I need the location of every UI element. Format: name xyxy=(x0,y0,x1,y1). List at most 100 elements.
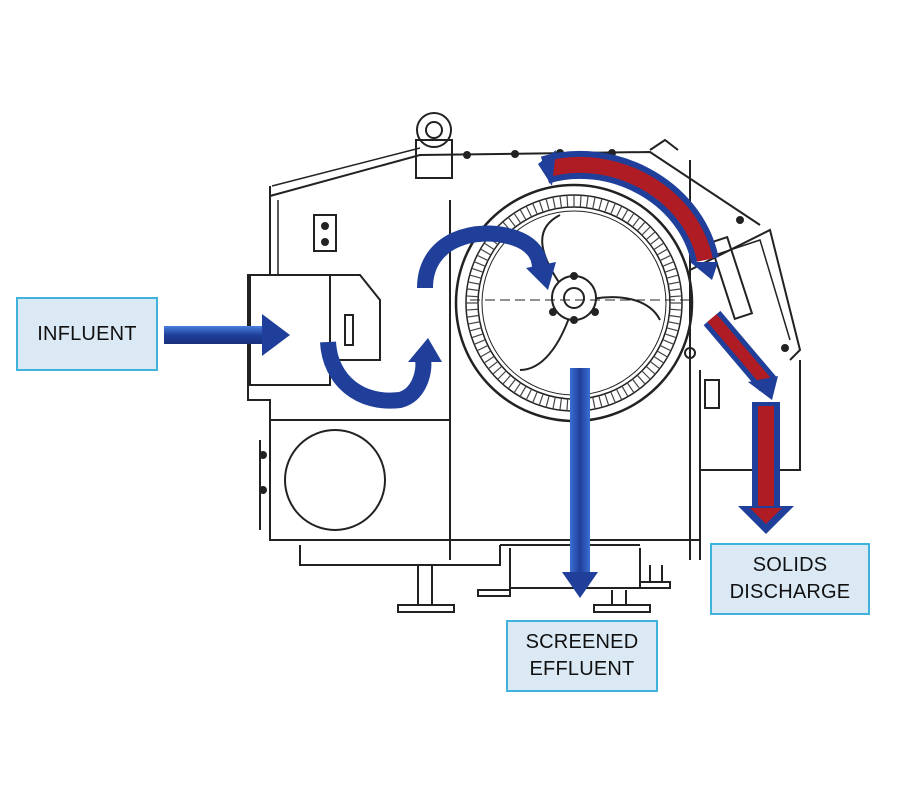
drum-tooth xyxy=(466,288,479,292)
drum-tooth xyxy=(473,339,486,345)
drum-tooth xyxy=(669,314,682,318)
drum-tooth xyxy=(487,360,499,370)
drum-tooth xyxy=(631,216,641,228)
solids-arc-arrow xyxy=(538,150,719,280)
drum-tooth xyxy=(664,333,677,339)
drum-tooth xyxy=(592,196,596,209)
influent-label: INFLUENT xyxy=(16,297,158,371)
drum-tooth xyxy=(659,344,672,352)
drum-tooth xyxy=(559,398,563,411)
drum-tooth xyxy=(566,398,569,411)
drum-tooth xyxy=(538,393,544,406)
drum-tooth xyxy=(566,195,569,208)
drum-tooth xyxy=(559,195,563,208)
drum-tooth xyxy=(545,395,550,408)
drum-tooth xyxy=(471,333,484,339)
drum-tooth xyxy=(610,391,616,404)
inlet-uturn-arrowhead xyxy=(408,338,442,362)
drum-tooth xyxy=(615,205,623,218)
drum-tooth xyxy=(631,378,641,390)
drum-tooth xyxy=(626,382,635,394)
drum-tooth xyxy=(579,195,582,208)
drum-tooth xyxy=(659,254,672,262)
screened-effluent-line-1: SCREENED xyxy=(525,631,639,653)
drum-tooth xyxy=(656,350,668,358)
drum-tooth xyxy=(538,200,544,213)
influent-label-text: INFLUENT xyxy=(37,322,137,345)
drum-tooth xyxy=(513,382,522,394)
drum-tooth xyxy=(552,196,556,209)
drum-tooth xyxy=(467,281,480,285)
drum-tooth xyxy=(641,370,651,380)
inlet-uturn-arrow xyxy=(320,341,432,409)
screened-effluent-arrow xyxy=(562,368,598,598)
drum-screen-teeth xyxy=(466,195,682,411)
drum-tooth xyxy=(636,221,646,232)
solids-discharge-line-1: SOLIDS xyxy=(752,554,828,576)
solids-chute-arrow xyxy=(703,310,778,400)
drum-tooth xyxy=(480,248,492,256)
drum-tooth xyxy=(552,397,556,410)
solids-discharge-label: SOLIDS DISCHARGE xyxy=(710,543,870,615)
drum-tooth xyxy=(649,360,661,370)
drum-tooth xyxy=(656,248,668,256)
drum-tooth xyxy=(653,242,665,251)
drum-tooth xyxy=(621,385,629,397)
drum-tooth xyxy=(466,314,479,318)
drum-tooth xyxy=(480,350,492,358)
drum-tooth xyxy=(668,321,681,325)
drum-tooth xyxy=(592,397,596,410)
drum-tooth xyxy=(507,216,517,228)
drum-tooth xyxy=(626,212,635,224)
drum-tooth xyxy=(466,308,479,311)
drum-tooth xyxy=(669,295,682,298)
drum-tooth xyxy=(473,261,486,267)
drum-tooth xyxy=(525,388,533,401)
lifting-eye xyxy=(415,112,453,179)
drum-tooth xyxy=(507,378,517,390)
drum-tooth xyxy=(598,198,603,211)
drum-tooth xyxy=(467,321,480,325)
drum-tooth xyxy=(492,365,503,375)
drum-tooth xyxy=(598,395,603,408)
drum-tooth xyxy=(476,254,489,262)
drum-tooth xyxy=(610,202,616,215)
drum-tooth xyxy=(668,281,681,285)
influent-arrow xyxy=(164,314,290,356)
drum-tooth xyxy=(621,209,629,221)
drum-tooth xyxy=(653,355,665,364)
drum-tooth xyxy=(666,327,679,332)
drum-tooth xyxy=(649,236,661,246)
screened-effluent-label: SCREENED EFFLUENT xyxy=(506,620,658,692)
drum-feed-arrowhead xyxy=(526,262,556,290)
drum-tooth xyxy=(476,344,489,352)
drum-tooth xyxy=(466,295,479,298)
drum-tooth xyxy=(666,274,679,279)
drum-tooth xyxy=(604,393,610,406)
drum-tooth xyxy=(525,205,533,218)
drum-tooth xyxy=(662,261,675,267)
drum-tooth xyxy=(664,267,677,273)
solids-discharge-arrow xyxy=(738,402,794,534)
drum-tooth xyxy=(669,308,682,311)
drum-tooth xyxy=(604,200,610,213)
screened-effluent-line-2: EFFLUENT xyxy=(529,658,635,680)
drum-tooth xyxy=(669,288,682,292)
drum-tooth xyxy=(636,374,646,385)
drum-tooth xyxy=(483,242,495,251)
drum-tooth xyxy=(471,267,484,273)
drum-tooth xyxy=(483,355,495,364)
drum-tooth xyxy=(645,365,656,375)
drum-tooth xyxy=(532,391,538,404)
drum-tooth xyxy=(615,388,623,401)
drum-tooth xyxy=(585,195,589,208)
drum-tooth xyxy=(641,226,651,236)
drum-tooth xyxy=(513,212,522,224)
drum-tooth xyxy=(645,231,656,241)
drum-tooth xyxy=(532,202,538,215)
drum-tooth xyxy=(497,370,507,380)
drum-tooth xyxy=(469,327,482,332)
drum-tooth xyxy=(502,374,512,385)
drum-tooth xyxy=(662,339,675,345)
